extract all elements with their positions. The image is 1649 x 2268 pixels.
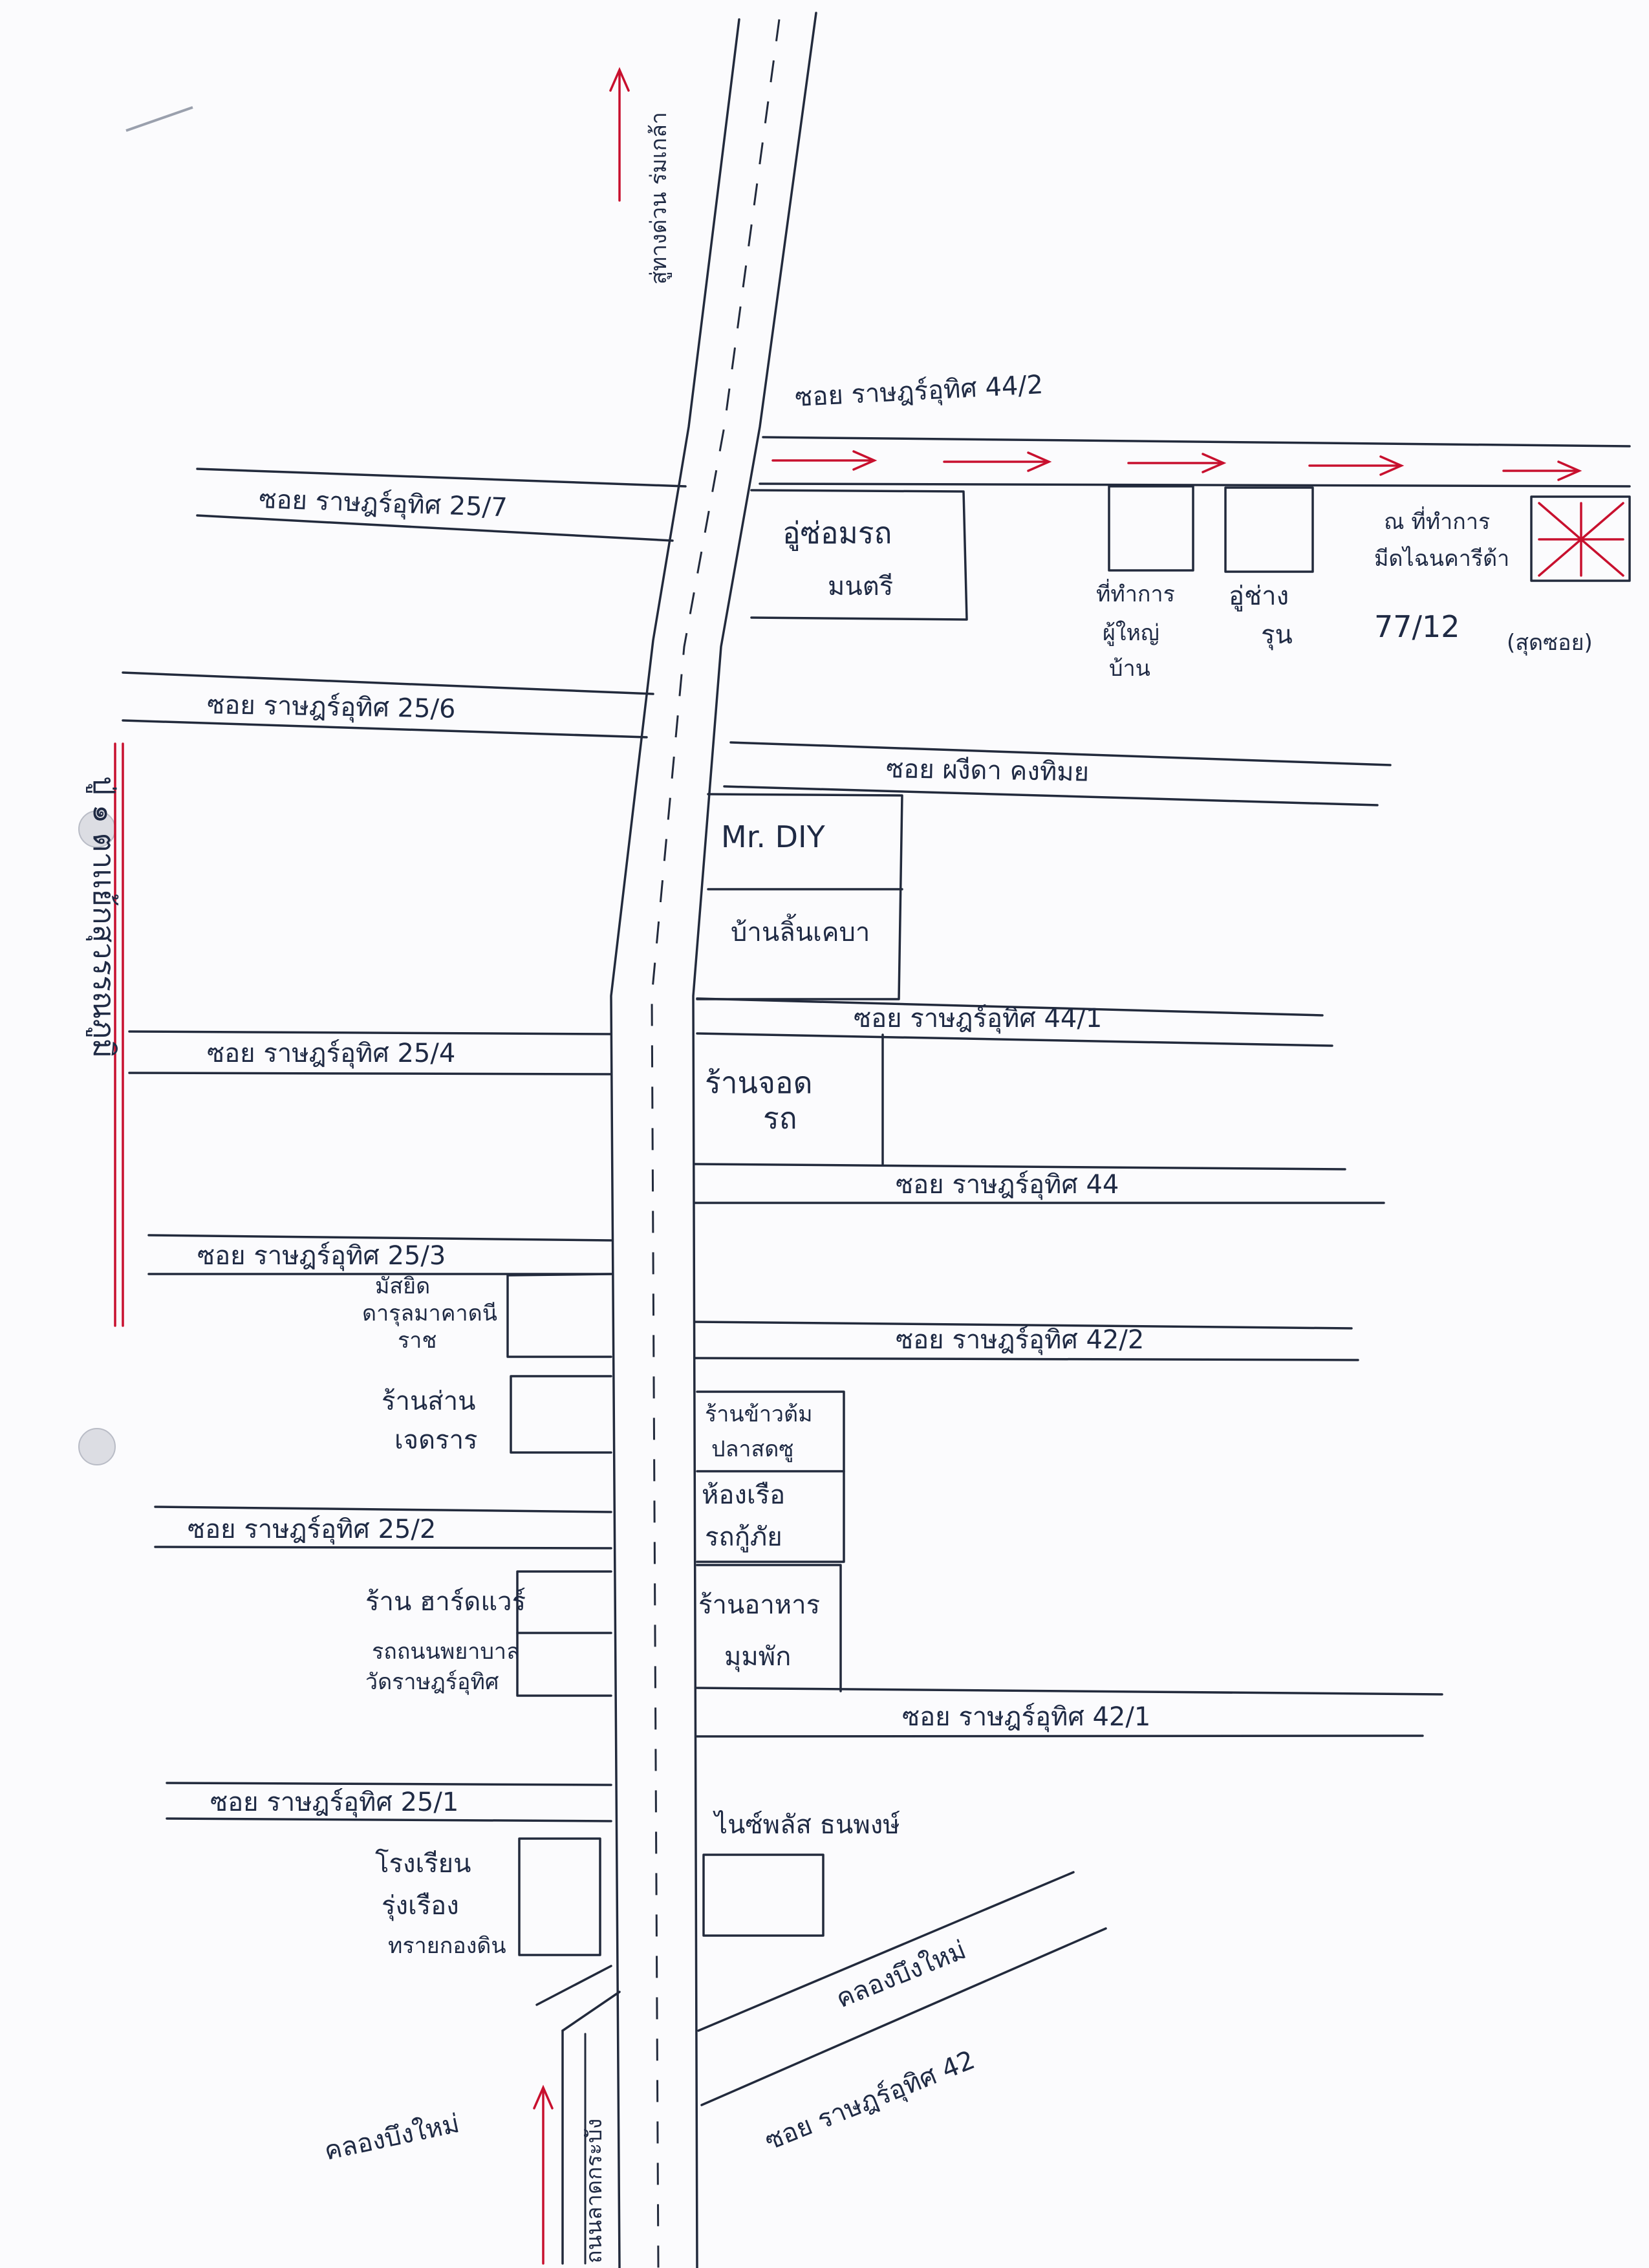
north-label: สู่ทางด่วน ร่มเกล้า — [646, 112, 672, 285]
street-label-soi-25-2: ซอย ราษฎร์อุทิศ 25/2 — [188, 1515, 436, 1545]
place-office-2: มีดไฉนคารีด้า — [1374, 546, 1509, 572]
street-soi-42-1 — [696, 1687, 1443, 1738]
street-label-soi-25-6: ซอย ราษฎร์อุทิศ 25/6 — [207, 690, 456, 725]
street-label-soi-42: ซอย ราษฎร์อุทิศ 42 — [761, 2045, 980, 2157]
place-garage-2: มนตรี — [828, 572, 893, 601]
place-ricepot-2: ปลาสดซู — [711, 1436, 793, 1462]
binder-hole-bottom — [78, 1428, 116, 1465]
street-label-soi-44-2: ซอย ราษฎร์อุทิศ 44/2 — [794, 370, 1044, 413]
scan-mark — [125, 106, 193, 132]
street-soi-42-2 — [694, 1321, 1359, 1361]
place-mrdiy: Mr. DIY — [721, 819, 826, 854]
place-grocery-1: ร้านส่าน — [382, 1387, 476, 1416]
place-food-2: มุมพัก — [724, 1642, 791, 1672]
place-boat-1: ห้องเรือ — [702, 1480, 785, 1510]
place-carpark-2: รถ — [763, 1101, 797, 1136]
street-label-soi-25-3: ซอย ราษฎร์อุทิศ 25/3 — [197, 1241, 446, 1271]
street-label-soi-44: ซอย ราษฎร์อุทิศ 44 — [896, 1170, 1119, 1200]
street-label-soi-44-1: ซอย ราษฎร์อุทิศ 44/1 — [854, 1004, 1102, 1034]
place-gov-1: ที่ทำการ — [1096, 579, 1175, 607]
street-soi-25-7 — [196, 468, 687, 542]
place-tailor-2: รุน — [1261, 620, 1293, 651]
place-office-note: (สุดซอย) — [1507, 630, 1593, 656]
place-school2-1: โรงเรียน — [375, 1849, 471, 1879]
street-soi-mitda — [723, 741, 1392, 806]
place-carpark-1: ร้านจอด — [705, 1065, 812, 1100]
canal-label-west: คลองบึงใหม่ — [321, 2108, 462, 2166]
canal-label-east: คลองบึงใหม่ — [832, 1934, 970, 2014]
place-office-number: 77/12 — [1374, 609, 1460, 644]
street-soi-44-1 — [696, 997, 1333, 1047]
place-boat-2: รถกู้ภัย — [705, 1522, 782, 1552]
place-food-1: ร้านอาหาร — [698, 1590, 820, 1620]
place-hairdo: บ้านลิ้นเคบา — [731, 913, 870, 947]
street-soi-44 — [694, 1163, 1385, 1204]
place-garage-1: อู่ซ่อมรถ — [782, 515, 892, 551]
place-office-1: ณ ที่ทำการ — [1384, 506, 1490, 535]
street-soi-25-4 — [128, 1030, 612, 1075]
street-label-soi-42-1: ซอย ราษฎร์อุทิศ 42/1 — [902, 1702, 1150, 1733]
direction-arrows — [533, 67, 1582, 2265]
street-soi-25-6 — [122, 671, 654, 739]
place-ricepot-1: ร้านข้าวต้ม — [705, 1401, 813, 1427]
street-label-soi-25-4: ซอย ราษฎร์อุทิศ 25/4 — [207, 1039, 455, 1069]
street-soi-44-2 — [759, 436, 1631, 488]
street-label-soi-25-7: ซอย ราษฎร์อุทิศ 25/7 — [259, 484, 508, 523]
place-gov-2: ผู้ใหญ่ — [1103, 620, 1159, 646]
title-side: ปู่ ๑ ตาเเย้กสุวรรณภูมิ — [85, 776, 122, 1058]
destination-marker — [1538, 502, 1624, 577]
place-shop-1: ร้าน ฮาร์ดแวร์ — [365, 1587, 526, 1617]
street-label-soi-mitda: ซอย ผงีดา คงทิมย — [886, 754, 1090, 787]
buildings — [506, 485, 1631, 1956]
place-temple-3: ราช — [398, 1328, 436, 1354]
place-tailor-1: อู่ช่าง — [1229, 581, 1289, 611]
place-school1-2: วัดราษฎร์อุทิศ — [365, 1669, 499, 1695]
place-temple-1: มัสยิด — [375, 1273, 430, 1299]
street-label-soi-42-2: ซอย ราษฎร์อุทิศ 42/2 — [896, 1325, 1144, 1355]
place-school2-3: ทรายกองดิน — [388, 1933, 506, 1959]
place-village: ไนซ์พลัส ธนพงษ์ — [713, 1810, 900, 1840]
canal-east — [697, 1871, 1107, 2106]
place-school1-1: รถถนนพยาบาล — [372, 1639, 520, 1665]
street-soi-25-1 — [166, 1782, 612, 1822]
title-underline — [114, 742, 124, 1327]
main-road — [610, 12, 817, 2268]
south-label: ถนนลาดกระบัง — [581, 2119, 607, 2263]
place-temple-2: ดารุลมาคาดนี — [362, 1301, 497, 1326]
street-label-soi-25-1: ซอย ราษฎร์อุทิศ 25/1 — [210, 1787, 458, 1818]
street-soi-25-2 — [154, 1506, 612, 1550]
place-grocery-2: เจดราร — [394, 1425, 478, 1455]
place-school2-2: รุ่งเรือง — [382, 1891, 459, 1921]
place-gov-3: บ้าน — [1109, 656, 1150, 682]
canal-west-and-road — [535, 1965, 621, 2265]
